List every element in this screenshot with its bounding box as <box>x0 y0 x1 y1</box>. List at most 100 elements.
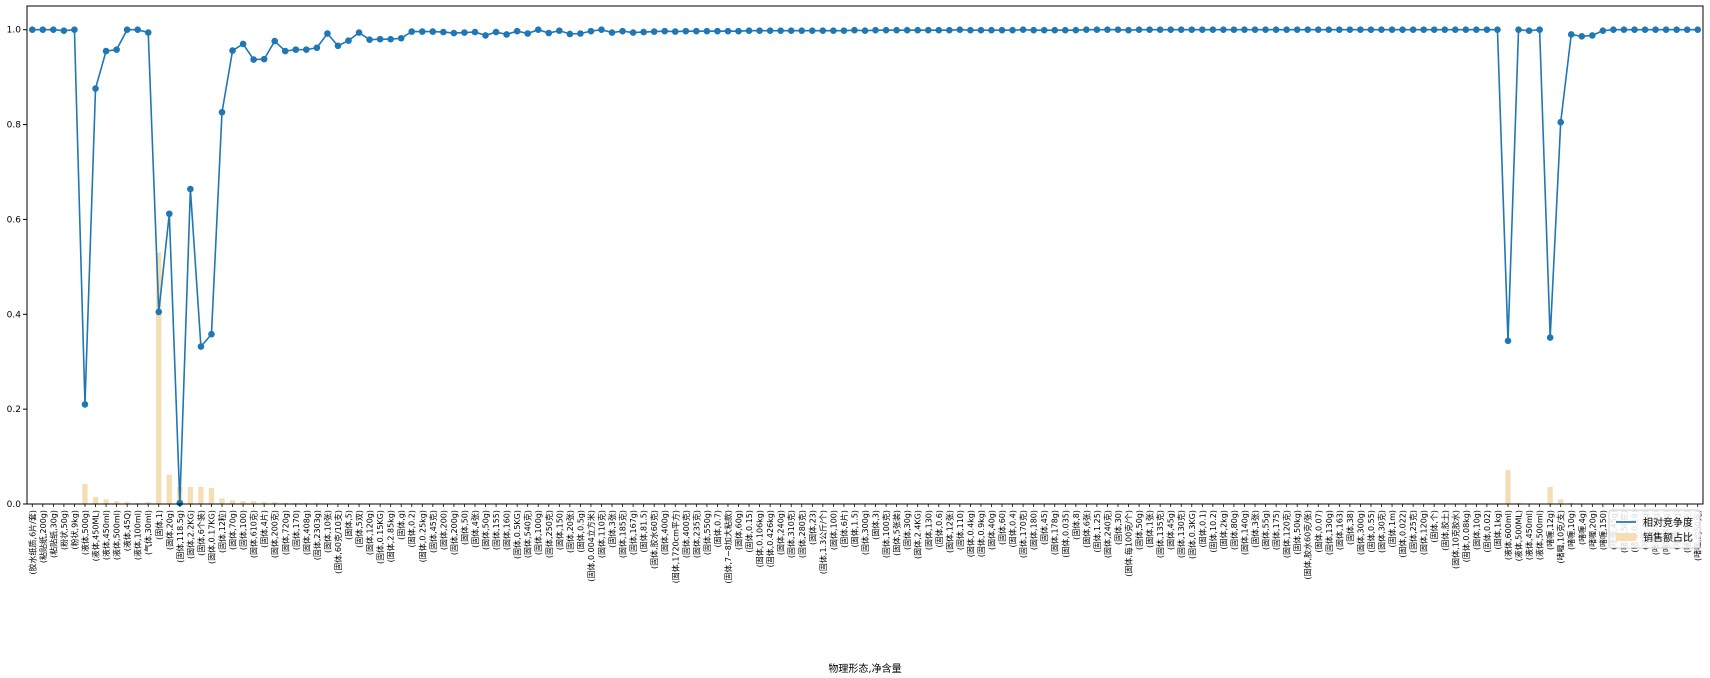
data-point <box>71 26 78 34</box>
x-tick-label: (液体,450ML) <box>91 510 101 561</box>
data-point <box>1167 26 1174 34</box>
x-tick-label: (粘贴纸,200g) <box>38 510 48 563</box>
x-tick-label: (固体,6张) <box>1081 510 1091 548</box>
data-point <box>1146 26 1153 34</box>
data-point <box>1504 337 1512 345</box>
x-tick-label: (固体,200) <box>438 510 448 550</box>
data-point <box>1673 26 1680 34</box>
data-point <box>376 35 384 43</box>
bar <box>103 499 109 504</box>
data-point <box>1220 26 1227 34</box>
x-tick-label: (固体,50g) <box>481 510 491 550</box>
x-tick-label: (胶水纸质,6片/套) <box>27 510 37 575</box>
data-point <box>1304 26 1312 34</box>
data-point <box>366 36 373 43</box>
x-tick-label: (固体,200克) <box>270 510 280 558</box>
data-point <box>872 26 879 34</box>
data-point <box>1283 26 1290 34</box>
data-point <box>334 42 342 50</box>
bar <box>272 502 278 504</box>
data-point <box>92 85 99 92</box>
data-point <box>1430 26 1438 34</box>
x-tick-label: (固体,110克) <box>596 510 606 558</box>
x-tick-label: (固体,1m) <box>1387 510 1397 548</box>
data-point <box>229 47 236 54</box>
data-point <box>50 26 57 34</box>
bar <box>156 252 162 504</box>
x-tick-label: (固体,30) <box>1113 510 1123 545</box>
data-point <box>1641 26 1649 34</box>
x-tick-label: (固体,2.85kg) <box>386 510 396 562</box>
data-point <box>1030 26 1037 34</box>
data-point <box>977 26 985 34</box>
data-point <box>714 27 721 35</box>
x-tick-label: (液体,500g) <box>80 510 90 555</box>
x-tick-label: (固体,0.7) <box>712 510 722 548</box>
data-point <box>1346 26 1354 34</box>
x-tick-label: (固体,7~8加大粘款) <box>723 510 733 584</box>
data-point <box>946 26 953 34</box>
data-point <box>1546 334 1554 341</box>
data-point <box>1262 26 1269 34</box>
data-point <box>1199 26 1206 34</box>
x-tick-label: (固体,550g) <box>702 510 712 555</box>
x-tick-label: (固体,50kg) <box>1292 510 1302 555</box>
data-point <box>1051 26 1059 34</box>
data-point <box>629 29 637 36</box>
x-tick-label: (液体,500ml) <box>1535 510 1545 560</box>
y-axis: 0.00.20.40.60.81.0 <box>7 26 27 510</box>
x-tick-label: (粉状,50g) <box>59 510 69 550</box>
x-tick-label: (固体,135克) <box>1155 510 1165 558</box>
x-tick-label: (固体,0.4kg) <box>965 510 975 557</box>
data-point <box>1272 26 1280 34</box>
data-point <box>313 44 321 52</box>
data-point <box>1409 26 1417 34</box>
data-point <box>482 32 489 39</box>
data-point <box>924 26 932 34</box>
data-point <box>1104 26 1111 34</box>
data-point <box>303 46 310 53</box>
x-tick-label: (固体,178g) <box>1050 510 1060 555</box>
data-point <box>1314 26 1322 34</box>
data-point <box>967 26 974 34</box>
x-tick-label: (固体,100) <box>828 510 838 550</box>
data-point <box>534 26 542 34</box>
x-tick-label: (啫喱,12g) <box>1545 510 1555 550</box>
x-tick-label: (固体,30g) <box>902 510 912 550</box>
data-point <box>851 26 858 34</box>
data-point <box>450 29 458 37</box>
x-tick-label: (固体,4片) <box>259 510 269 548</box>
data-point <box>1072 26 1080 34</box>
x-tick-label: (固体,10g) <box>1471 510 1481 550</box>
x-tick-label: (固体,25克) <box>1408 510 1418 553</box>
x-tick-label: (固体,个) <box>1429 510 1439 543</box>
data-point <box>1367 26 1375 34</box>
x-tick-label: (固体,408g) <box>301 510 311 555</box>
data-point <box>587 27 595 35</box>
data-point <box>440 28 447 36</box>
data-point <box>1589 32 1596 39</box>
data-point <box>1241 26 1248 34</box>
x-tick-label: (液体,450ml) <box>101 510 111 560</box>
x-tick-label: (固体,400g) <box>660 510 670 555</box>
x-tick-label: (固体,1.5) <box>849 510 859 548</box>
x-tick-label: (啫喱,10克/支) <box>1556 510 1566 564</box>
x-tick-label: (固体,155) <box>491 510 501 550</box>
data-point <box>102 47 110 55</box>
x-tick-label: (固体,0.08kg) <box>1461 510 1471 562</box>
x-tick-label: (固体,40g) <box>986 510 996 550</box>
data-point <box>1061 26 1069 34</box>
data-point <box>461 29 468 36</box>
x-tick-label: (固体,1) <box>154 510 164 540</box>
x-tick-label: (固体,160) <box>502 510 512 550</box>
data-point <box>1009 26 1016 34</box>
x-tick-label: (固体,6个装) <box>196 510 206 556</box>
legend-entry-line: 相对竞争度 <box>1643 516 1693 529</box>
x-tick-label: (固体,0.9kg) <box>976 510 986 557</box>
x-tick-label: (固体,300g) <box>860 510 870 555</box>
data-point <box>1399 26 1406 34</box>
data-point <box>1525 27 1533 34</box>
data-point <box>1620 26 1628 34</box>
data-point <box>819 27 827 34</box>
data-point <box>1420 26 1427 34</box>
